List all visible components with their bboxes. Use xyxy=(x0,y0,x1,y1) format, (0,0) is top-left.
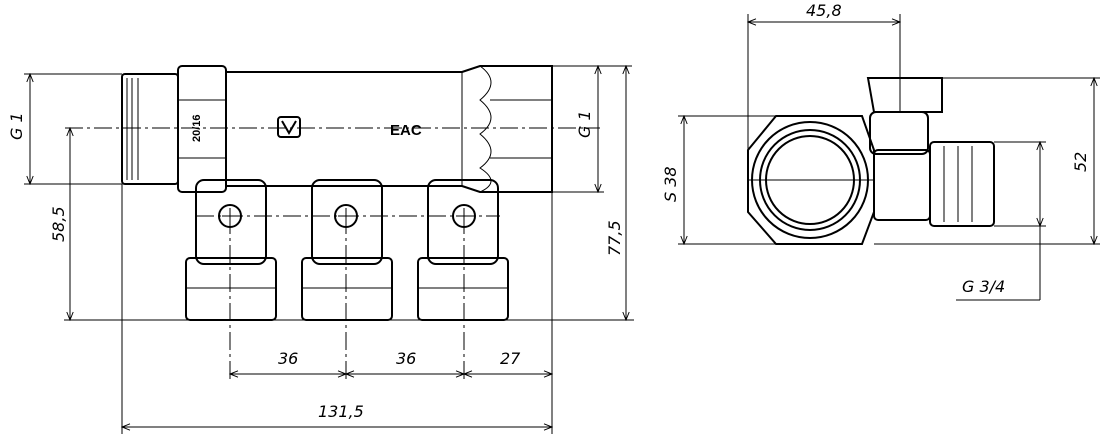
label-pitch-1: 36 xyxy=(278,349,298,368)
label-outlet-thread: G 3/4 xyxy=(962,277,1005,296)
marking-cert: EAC xyxy=(390,122,422,139)
valve-handle-side xyxy=(866,77,943,155)
outlet-valve-2 xyxy=(301,179,393,321)
hex-nut-inlet xyxy=(177,65,227,193)
marking-rating: 20/16 xyxy=(191,114,203,142)
manifold-body xyxy=(226,65,553,193)
male-thread-inlet xyxy=(121,73,179,185)
brand-logo xyxy=(277,116,301,138)
label-thread-right: G 1 xyxy=(575,110,594,138)
label-overall-length: 131,5 xyxy=(318,402,364,421)
front-view: EAC 20/16 G 1 58,5 G 1 77,5 36 36 27 131… xyxy=(7,65,634,434)
outlet-connector-side xyxy=(873,141,995,227)
outlet-valve-3 xyxy=(417,179,509,321)
hex-nut-side xyxy=(747,115,875,245)
label-hex-size: S 38 xyxy=(661,166,680,202)
label-height-side: 52 xyxy=(1071,152,1090,172)
outlet-valve-1 xyxy=(185,179,277,321)
label-depth: 45,8 xyxy=(806,1,842,20)
side-view: 45,8 S 38 52 G 3/4 xyxy=(661,1,1100,301)
label-inlet-height: 58,5 xyxy=(49,206,68,242)
label-total-height: 77,5 xyxy=(605,220,624,256)
label-pitch-2: 36 xyxy=(396,349,416,368)
label-thread-left: G 1 xyxy=(7,112,26,140)
label-end-offset: 27 xyxy=(500,349,521,368)
